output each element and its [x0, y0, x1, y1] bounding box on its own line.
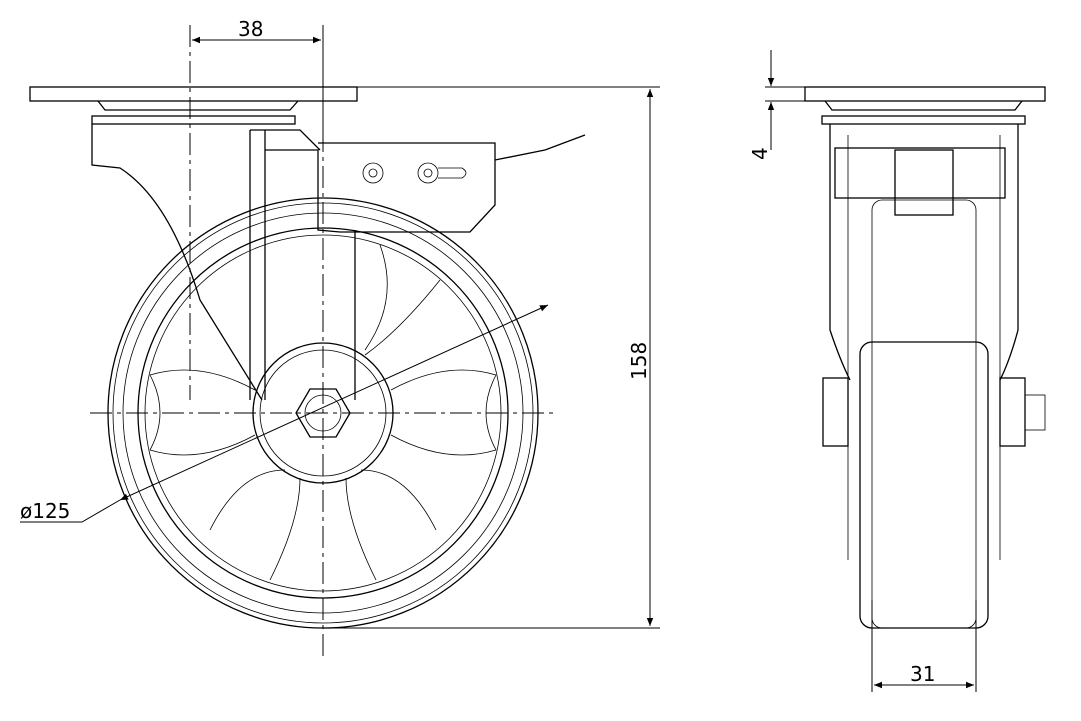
- side-axle-end: [1024, 394, 1046, 431]
- side-nut-left: [822, 377, 849, 447]
- side-nut-right: [999, 377, 1026, 447]
- fork-leg: [249, 129, 356, 400]
- side-swivel-race: [824, 100, 1023, 111]
- side-fork-inner: [847, 135, 1001, 560]
- side-top-plate: [804, 86, 1046, 102]
- side-wheel: [859, 341, 989, 629]
- dimension-diameter: ø125: [20, 304, 549, 523]
- dimension-plate-thickness: 4: [748, 50, 805, 160]
- brake-lever: [265, 134, 586, 233]
- offset-label: 38: [238, 17, 263, 41]
- dimension-height: 158: [323, 86, 660, 629]
- dimension-wheel-width: 31: [871, 600, 977, 692]
- top-plate: [29, 86, 358, 102]
- side-tire: [871, 199, 977, 629]
- dimension-offset: 38: [192, 17, 324, 130]
- wheel-width-label: 31: [910, 662, 935, 686]
- swivel-race: [97, 100, 299, 111]
- side-view: [804, 86, 1046, 629]
- bearing-ring: [91, 115, 296, 125]
- plate-thickness-label: 4: [748, 147, 772, 160]
- brake-slot-bolt: [417, 162, 467, 184]
- diameter-label: ø125: [20, 499, 70, 523]
- side-brake-housing: [834, 147, 1006, 199]
- side-bearing-ring: [821, 115, 1026, 125]
- fork-outline: [91, 124, 263, 401]
- side-brake: [894, 149, 954, 216]
- front-view: [29, 25, 586, 660]
- brake-pivot-bolt: [362, 162, 384, 184]
- height-label: 158: [627, 342, 651, 380]
